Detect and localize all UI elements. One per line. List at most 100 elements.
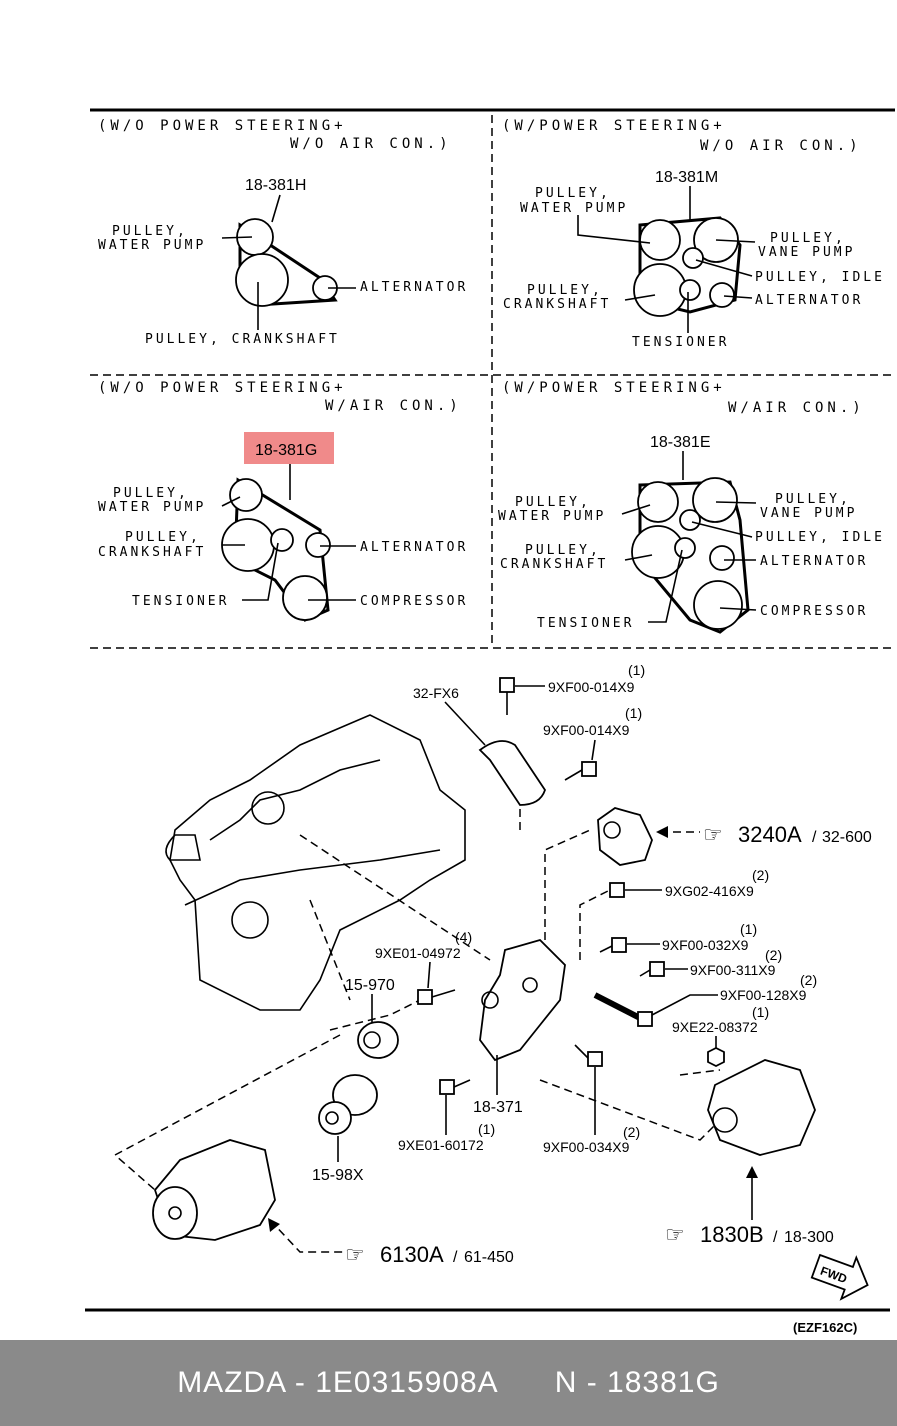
label-vane-pump-1: PULLEY, bbox=[775, 492, 851, 507]
part-bolt-8[interactable]: 9XF00-034X9 bbox=[543, 1139, 630, 1155]
part-bolt-4-qty: (1) bbox=[740, 921, 757, 937]
part-bolt-7-qty: (1) bbox=[478, 1121, 495, 1137]
part-idle-pulley[interactable]: 15-970 bbox=[345, 977, 395, 994]
part-bracket[interactable]: 18-371 bbox=[473, 1099, 523, 1116]
part-bolt-7[interactable]: 9XE01-60172 bbox=[398, 1137, 484, 1153]
ref-alternator[interactable]: 1830B bbox=[700, 1222, 764, 1247]
label-compressor: COMPRESSOR bbox=[760, 604, 868, 619]
compressor-pulley bbox=[693, 580, 743, 630]
belt-part-number[interactable]: 18-381G bbox=[255, 442, 317, 459]
label-vane-pump-1: PULLEY, bbox=[770, 231, 846, 246]
label-alternator: ALTERNATOR bbox=[360, 280, 468, 295]
ref-compressor-page[interactable]: 61-450 bbox=[464, 1249, 514, 1266]
label-crankshaft-1: PULLEY, bbox=[525, 543, 601, 558]
label-tensioner: TENSIONER bbox=[632, 335, 729, 350]
label-alternator: ALTERNATOR bbox=[360, 540, 468, 555]
part-bolt-2[interactable]: 9XF00-014X9 bbox=[543, 722, 630, 738]
label-crankshaft-2: CRANKSHAFT bbox=[500, 557, 608, 572]
label-water-pump-1: PULLEY, bbox=[112, 224, 188, 239]
panel-title-line1: (W/O POWER STEERING+ bbox=[98, 118, 347, 134]
part-bolt-1[interactable]: 9XF00-014X9 bbox=[548, 679, 635, 695]
ref-pump-page[interactable]: 32-600 bbox=[822, 829, 872, 846]
part-highlight bbox=[244, 432, 334, 464]
footer-bar: MAZDA - 1E0315908A N - 18381G bbox=[0, 1340, 897, 1426]
tensioner-pulley bbox=[270, 528, 294, 552]
vane-pump-pulley bbox=[692, 477, 738, 523]
water-pump-pulley bbox=[639, 219, 681, 261]
bolt-icon bbox=[499, 677, 515, 693]
label-compressor: COMPRESSOR bbox=[360, 594, 468, 609]
ref-alternator-icon: ☞ bbox=[665, 1222, 685, 1247]
tensioner-pulley bbox=[318, 1101, 352, 1135]
bolt-icon bbox=[609, 882, 625, 898]
alternator bbox=[707, 1059, 816, 1156]
label-vane-pump-2: VANE PUMP bbox=[760, 506, 857, 521]
panel-title-line2: W/AIR CON.) bbox=[728, 400, 865, 416]
label-water-pump-1: PULLEY, bbox=[515, 495, 591, 510]
ref-pump-icon: ☞ bbox=[703, 822, 723, 847]
footer-brand: MAZDA - 1E0315908A bbox=[177, 1366, 499, 1399]
nut-icon bbox=[707, 1046, 725, 1068]
panel-top-right: (W/POWER STEERING+ W/O AIR CON.) 18-381M… bbox=[502, 118, 885, 350]
label-crankshaft-1: PULLEY, bbox=[527, 283, 603, 298]
panel-title-line1: (W/O POWER STEERING+ bbox=[98, 380, 347, 396]
label-idle: PULLEY, IDLE bbox=[755, 270, 885, 285]
panel-top-left: (W/O POWER STEERING+ W/O AIR CON.) 18-38… bbox=[98, 118, 468, 347]
panel-bottom-left: (W/O POWER STEERING+ W/AIR CON.) 18-381G… bbox=[98, 380, 468, 622]
bolt-icon bbox=[581, 761, 597, 777]
label-tensioner: TENSIONER bbox=[132, 594, 229, 609]
part-tensioner[interactable]: 15-98X bbox=[312, 1167, 364, 1184]
fwd-arrow-icon: FWD bbox=[810, 1253, 869, 1301]
bracket bbox=[479, 938, 566, 1062]
engine-block bbox=[169, 714, 466, 1011]
panel-title-line2: W/O AIR CON.) bbox=[700, 138, 862, 154]
part-bolt-2-qty: (1) bbox=[625, 705, 642, 721]
belt-part-number: 18-381M bbox=[655, 169, 718, 186]
panel-title-line2: W/AIR CON.) bbox=[325, 398, 462, 414]
ref-pump[interactable]: 3240A bbox=[738, 822, 802, 847]
label-crankshaft-2: CRANKSHAFT bbox=[98, 545, 206, 560]
alternator-pulley bbox=[709, 282, 735, 308]
label-water-pump-1: PULLEY, bbox=[535, 186, 611, 201]
label-crankshaft-1: PULLEY, bbox=[125, 530, 201, 545]
nut-icon bbox=[417, 989, 433, 1005]
label-vane-pump-2: VANE PUMP bbox=[758, 245, 855, 260]
ref-slash: / bbox=[773, 1229, 778, 1246]
belt-cover bbox=[478, 740, 546, 806]
ref-slash: / bbox=[812, 829, 817, 846]
label-crankshaft: PULLEY, CRANKSHAFT bbox=[145, 332, 340, 347]
part-cover[interactable]: 32-FX6 bbox=[413, 685, 459, 701]
ref-compressor-icon: ☞ bbox=[345, 1242, 365, 1267]
label-water-pump-1: PULLEY, bbox=[113, 486, 189, 501]
label-water-pump-2: WATER PUMP bbox=[98, 238, 206, 253]
footer-gap bbox=[499, 1366, 555, 1400]
idle-pulley bbox=[357, 1021, 399, 1059]
tensioner-pulley bbox=[679, 279, 701, 301]
belt-part-number: 18-381E bbox=[650, 434, 711, 451]
tensioner-pulley bbox=[674, 537, 696, 559]
panel-title-line2: W/O AIR CON.) bbox=[290, 136, 452, 152]
part-bolt-6[interactable]: 9XF00-128X9 bbox=[720, 987, 807, 1003]
label-water-pump-2: WATER PUMP bbox=[520, 201, 628, 216]
part-nut-2[interactable]: 9XE22-08372 bbox=[672, 1019, 758, 1035]
part-nut-1[interactable]: 9XE01-04972 bbox=[375, 945, 461, 961]
ref-slash: / bbox=[453, 1249, 458, 1266]
ref-compressor[interactable]: 6130A bbox=[380, 1242, 444, 1267]
part-bolt-4[interactable]: 9XF00-032X9 bbox=[662, 937, 749, 953]
label-water-pump-2: WATER PUMP bbox=[98, 500, 206, 515]
label-crankshaft-2: CRANKSHAFT bbox=[503, 297, 611, 312]
bolt-icon bbox=[611, 937, 627, 953]
water-pump-pulley bbox=[229, 478, 263, 512]
part-nut-2-qty: (1) bbox=[752, 1004, 769, 1020]
part-nut-1-qty: (4) bbox=[455, 929, 472, 945]
part-bolt-5[interactable]: 9XF00-311X9 bbox=[690, 962, 776, 978]
compressor-pulley bbox=[282, 575, 328, 621]
belt-part-number: 18-381H bbox=[245, 177, 306, 194]
bolt-icon bbox=[439, 1079, 455, 1095]
crankshaft-pulley bbox=[235, 253, 289, 307]
part-bolt-8-qty: (2) bbox=[623, 1124, 640, 1140]
part-bolt-3[interactable]: 9XG02-416X9 bbox=[665, 883, 754, 899]
part-bolt-6-qty: (2) bbox=[800, 972, 817, 988]
idle-pulley bbox=[679, 509, 701, 531]
ref-alternator-page[interactable]: 18-300 bbox=[784, 1229, 834, 1246]
